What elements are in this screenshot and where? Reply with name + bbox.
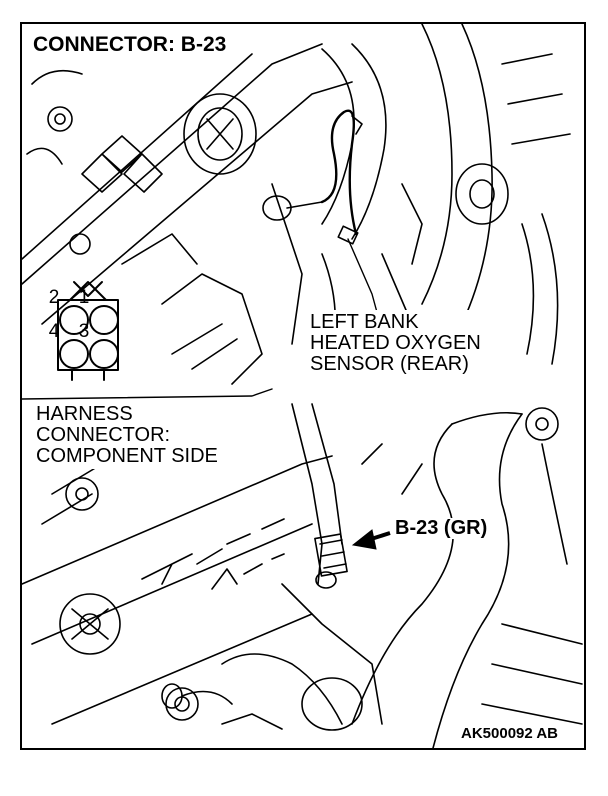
harness-label-line-3: COMPONENT SIDE [36,445,218,467]
emblem-shape [81,135,163,193]
sensor-label-line-3: SENSOR (REAR) [310,353,469,375]
diagram-frame: CONNECTOR: B-23 LEFT BANK HEATED OXYGEN … [20,22,586,750]
connector-callout: B-23 (GR) [392,518,491,539]
connector-face [57,281,119,381]
sensor-label: LEFT BANK HEATED OXYGEN SENSOR (REAR) [306,310,485,377]
harness-label-line-1: HARNESS [36,403,133,425]
pin-1: 1 [78,287,90,308]
harness-label-line-2: CONNECTOR: [36,424,171,446]
sensor-wire [320,109,358,236]
connector-arrow [351,529,391,550]
reference-code: AK500092 AB [459,725,560,743]
pin-3: 3 [78,321,90,342]
pin-4: 4 [48,321,60,342]
sensor-label-line-2: HEATED OXYGEN [310,332,481,354]
diagram-title: CONNECTOR: B-23 [30,33,230,57]
engine-illustration [22,24,583,748]
harness-connector-label: HARNESS CONNECTOR: COMPONENT SIDE [32,402,222,469]
sensor-label-line-1: LEFT BANK [310,311,419,333]
pin-2: 2 [48,287,60,308]
